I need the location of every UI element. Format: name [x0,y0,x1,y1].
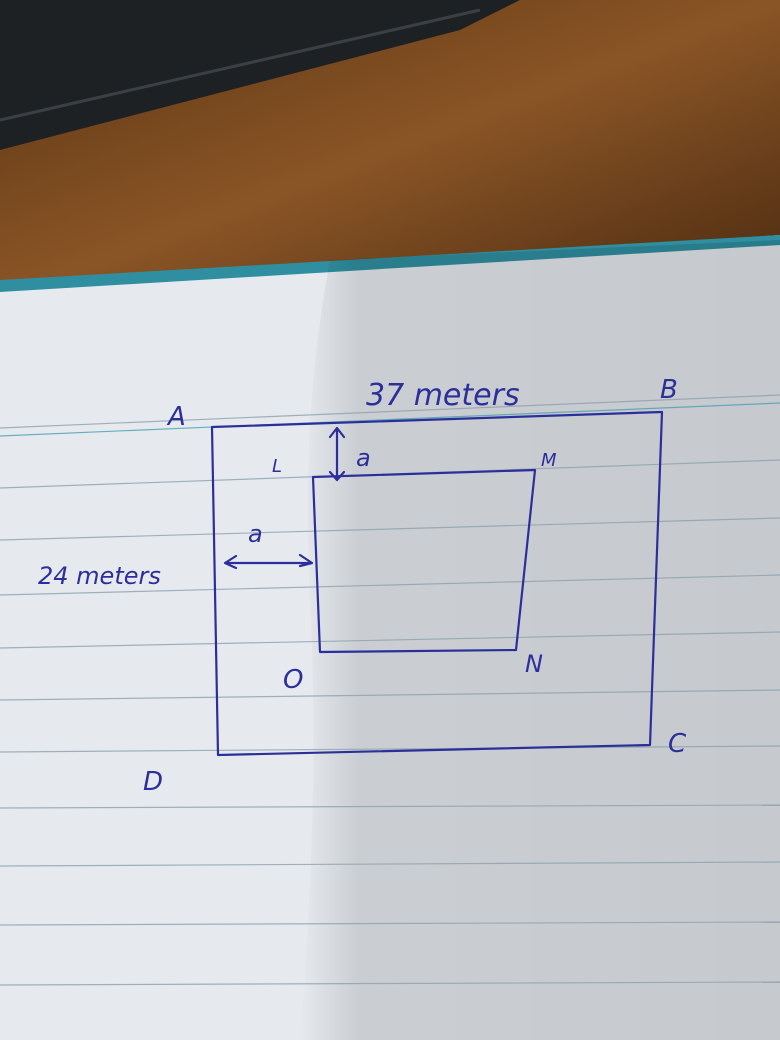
corner-label-d: D [143,767,163,797]
horizontal-double-arrow-icon [223,553,314,570]
notebook-page [0,235,780,1040]
inner-rectangle-lmno [311,468,537,654]
gap-arrows [223,426,346,570]
laptop-corner [0,0,520,150]
desk-background [0,0,780,300]
ruled-lines [0,394,780,986]
corner-label-m: M [541,450,557,471]
corner-label-c: C [668,729,687,759]
vertical-double-arrow-icon [328,426,346,482]
gap-label-left: a [248,520,263,548]
corner-label-b: B [660,375,678,405]
corner-label-o: O [283,665,303,695]
corner-label-n: N [525,650,543,678]
height-label: 24 meters [38,562,161,590]
corner-label-l: L [272,456,282,477]
outer-rectangle-abcd [210,410,664,757]
labels: A B C D L M N O 37 meters 24 meters a a [38,375,687,797]
gap-label-top: a [356,444,371,472]
corner-label-a: A [166,402,186,432]
width-label: 37 meters [366,378,520,413]
